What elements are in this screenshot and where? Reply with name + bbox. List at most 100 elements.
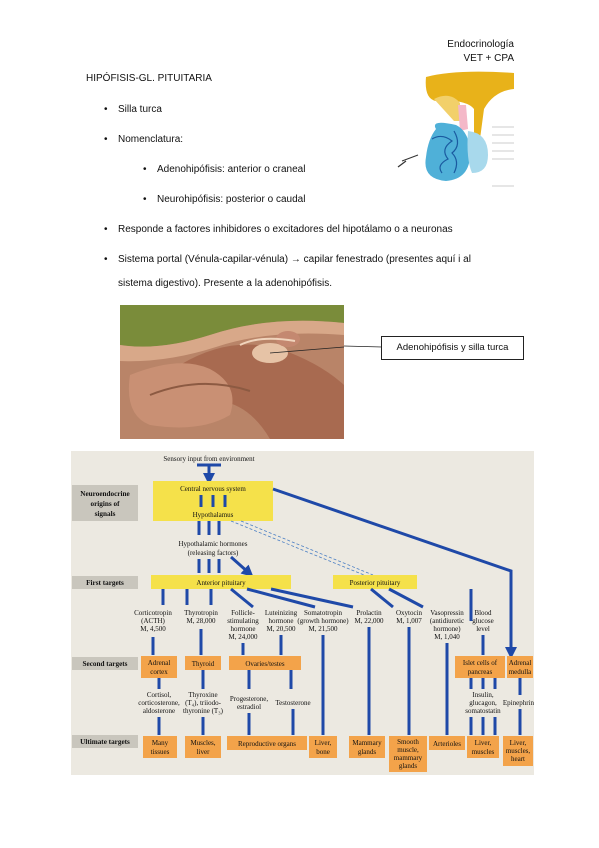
hormone-l1: Somatotropin	[304, 609, 343, 617]
hormone-l1: Thyrotropin	[184, 609, 218, 617]
hormone-l2: stimulating	[227, 617, 259, 625]
adrenal-medulla-2: medulla	[509, 668, 532, 676]
ultimate-muscles-1: Muscles,	[190, 739, 215, 747]
side-neuro-1: Neuroendocrine	[80, 490, 129, 498]
section-title: HIPÓFISIS-GL. PITUITARIA	[86, 73, 212, 84]
hormone-l1: Vasopressin	[430, 609, 464, 617]
bullet-text: Adenohipófisis: anterior o craneal	[157, 164, 306, 175]
ultimate-liver-1: Liver,	[315, 739, 332, 747]
posterior-label: Posterior pituitary	[350, 579, 401, 587]
hormone-l3: level	[476, 625, 490, 633]
hormone-l1: Blood	[474, 609, 492, 617]
cns-label: Central nervous system	[180, 485, 246, 493]
ultimate-arterioles-box	[429, 736, 465, 750]
product-cortisol-1: Cortisol,	[147, 691, 172, 699]
anterior-pituitary-box	[151, 575, 291, 589]
photo-callout-label: Adenohipófisis y silla turca	[381, 336, 524, 360]
islet-2: pancreas	[468, 668, 493, 676]
product-testosterone: Testosterone	[275, 699, 310, 707]
side-label-box	[72, 657, 138, 670]
callout-leader	[344, 345, 382, 348]
bullet-item: •Responde a factores inhibidores o excit…	[104, 224, 453, 235]
side-label-box	[72, 576, 138, 589]
adrenal-cortex-1: Adrenal	[148, 659, 171, 667]
ultimate-muscles-box	[185, 736, 221, 758]
hormone-l2: M, 1,007	[396, 617, 422, 625]
hormone-l3: M, 20,500	[267, 625, 296, 633]
side-label-box	[72, 485, 138, 521]
posterior-pituitary-box	[333, 575, 417, 589]
anatomy-photo-drawing	[120, 305, 344, 439]
ultimate-mammary-1: Mammary	[352, 739, 382, 747]
endocrine-diagram: Neuroendocrine origins of signals First …	[71, 451, 537, 775]
ultimate-mammary-2: glands	[358, 748, 377, 756]
anterior-label: Anterior pituitary	[196, 579, 246, 587]
ultimate-many-box	[143, 736, 177, 758]
hormone-l2: (ACTH)	[141, 617, 165, 625]
ultimate-mammary-box	[349, 736, 385, 758]
hormone-l1: Prolactin	[356, 609, 382, 617]
hormone-l1: Oxytocin	[396, 609, 423, 617]
side-neuro-3: signals	[95, 510, 116, 518]
ultimate-smooth-3: mammary	[394, 754, 423, 762]
hormone-l2: M, 28,000	[187, 617, 216, 625]
bullet-item: •Sistema portal (Vénula-capilar-vénula) …	[104, 254, 471, 265]
adrenal-cortex-2: cortex	[150, 668, 168, 676]
ultimate-lmh-1: Liver,	[510, 739, 527, 747]
ultimate-lmh-2: muscles,	[506, 747, 531, 755]
sensory-input: Sensory input from environment	[163, 455, 254, 463]
sub-bullet-item: •Neurohipófisis: posterior o caudal	[143, 194, 306, 205]
ultimate-livmus-1: Liver,	[475, 739, 492, 747]
product-thyroxine-2: (T₄), triiodo-	[185, 699, 222, 707]
ovaries-box	[229, 656, 301, 670]
ultimate-smooth-box	[389, 736, 427, 772]
ultimate-arterioles: Arterioles	[433, 740, 461, 748]
product-cortisol-2: corticosterone,	[138, 699, 180, 707]
endocrine-diagram-drawing: Neuroendocrine origins of signals First …	[72, 455, 537, 772]
header-course: VET + CPA	[463, 53, 514, 64]
bullet-text: Neurohipófisis: posterior o caudal	[157, 194, 306, 205]
ultimate-many-1: Many	[152, 739, 169, 747]
adrenal-cortex-box	[141, 656, 177, 678]
hyp-hormones-2: (releasing factors)	[188, 549, 239, 557]
bullet-text: Sistema portal (Vénula-capilar-vénula) →…	[118, 254, 471, 265]
ultimate-lmh-3: heart	[511, 755, 525, 763]
pituitary-illustration	[397, 71, 514, 187]
hypothalamus-label: Hypothalamus	[193, 511, 234, 519]
product-insulin-3: somatostatin	[465, 707, 501, 715]
product-insulin-1: Insulin,	[472, 691, 493, 699]
hormone-l2: glucose	[472, 617, 493, 625]
hyp-hormones-1: Hypothalamic hormones	[178, 540, 247, 548]
hormone-l1: Luteinizing	[265, 609, 298, 617]
ultimate-livmus-box	[467, 736, 499, 758]
hormone-l4: M, 1,040	[434, 633, 460, 641]
anatomy-photo	[120, 305, 344, 439]
ultimate-repro: Reproductive organs	[238, 740, 296, 748]
side-first: First targets	[86, 579, 124, 587]
ultimate-livmus-2: muscles	[472, 748, 495, 756]
islet-box	[455, 656, 505, 678]
product-insulin-2: glucagon,	[469, 699, 497, 707]
bullet-item: •Nomenclatura:	[104, 134, 184, 145]
hormone-l3: M, 21,500	[309, 625, 338, 633]
ultimate-repro-box	[227, 736, 307, 750]
hormone-l1: Follicle-	[231, 609, 255, 617]
ultimate-smooth-2: muscle,	[397, 746, 419, 754]
document-header: Endocrinología VET + CPA	[447, 38, 514, 66]
bullet-continuation: sistema digestivo). Presente a la adenoh…	[118, 278, 333, 289]
ovaries-label: Ovaries/testes	[245, 660, 285, 668]
product-prog-2: estradiol	[237, 703, 261, 711]
product-thyroxine-3: thyronine (T₃)	[183, 707, 224, 715]
product-cortisol-3: aldosterone	[143, 707, 175, 715]
hormone-l4: M, 24,000	[229, 633, 258, 641]
header-subject: Endocrinología	[447, 39, 514, 50]
adrenal-medulla-1: Adrenal	[509, 659, 532, 667]
hormone-l3: hormone	[231, 625, 256, 633]
hormone-l2: (growth hormone)	[297, 617, 349, 625]
adrenal-medulla-box	[507, 656, 533, 678]
hormone-l1: Corticotropin	[134, 609, 172, 617]
side-neuro-2: origins of	[91, 500, 121, 508]
bullet-text: Silla turca	[118, 104, 162, 115]
hormone-l3: hormone)	[433, 625, 461, 633]
product-thyroxine-1: Thyroxine	[188, 691, 217, 699]
